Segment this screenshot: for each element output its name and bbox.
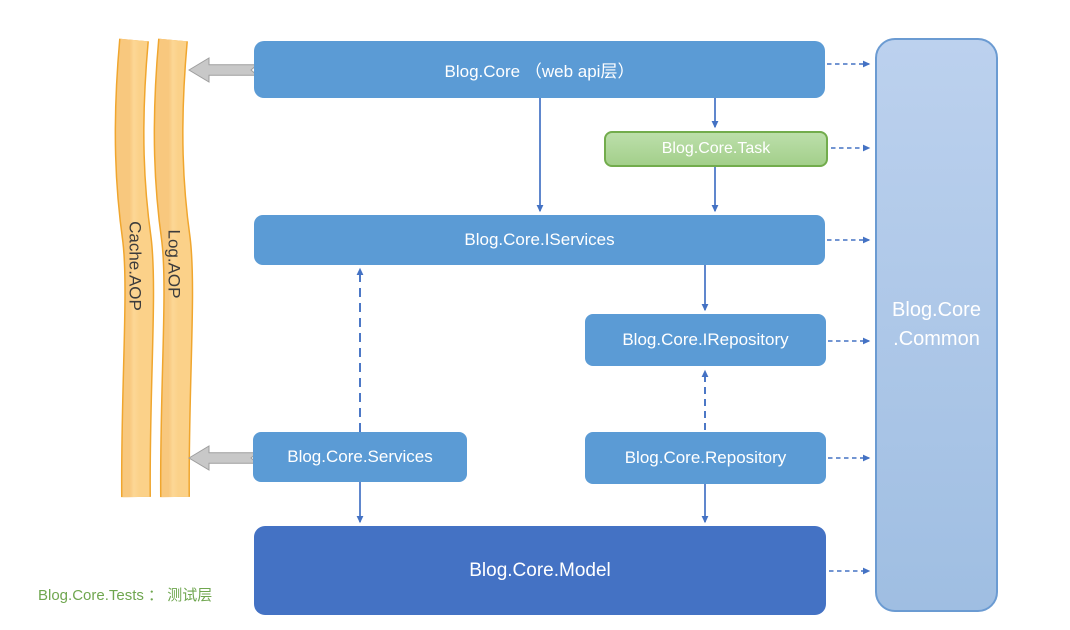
node-blog-core-iservices: Blog.Core.IServices (254, 215, 825, 265)
log-aop-label: Log.AOP (165, 230, 184, 299)
node-blog-core-task-label: Blog.Core.Task (661, 140, 771, 157)
node-blog-core-services: Blog.Core.Services (253, 432, 467, 482)
node-blog-core-task: Blog.Core.Task (604, 131, 828, 167)
cache-aop-band-fill (116, 38, 153, 498)
log-aop-band-fill (155, 38, 192, 498)
gray-arrow-services-to-aop (188, 445, 259, 471)
legend: Blog.Core.Tests ： 测试层 Blog.Core.Frame： 模… (38, 548, 216, 630)
node-blog-core-common: Blog.Core .Common (875, 38, 998, 612)
node-blog-core-webapi-label: Blog.Core （web api层） (444, 62, 635, 81)
node-blog-core-webapi: Blog.Core （web api层） (254, 41, 825, 98)
gray-arrow-webapi-to-aop (188, 57, 259, 83)
node-blog-core-repository-label: Blog.Core.Repository (624, 448, 787, 467)
node-blog-core-model: Blog.Core.Model (254, 526, 826, 615)
node-blog-core-iservices-label: Blog.Core.IServices (464, 230, 615, 249)
cache-aop-label: Cache.AOP (126, 221, 145, 311)
node-blog-core-common-label-line2: .Common (893, 328, 980, 350)
node-blog-core-irepository: Blog.Core.IRepository (585, 314, 826, 366)
legend-line-tests: Blog.Core.Tests ： 测试层 (38, 587, 213, 604)
node-blog-core-common-label-line1: Blog.Core (892, 299, 981, 321)
node-blog-core-irepository-label: Blog.Core.IRepository (622, 330, 789, 349)
node-blog-core-repository: Blog.Core.Repository (585, 432, 826, 484)
log-aop-band: Log.AOP (153, 38, 194, 498)
node-blog-core-services-label: Blog.Core.Services (287, 447, 433, 466)
cache-aop-band: Cache.AOP (114, 38, 155, 498)
node-blog-core-model-label: Blog.Core.Model (469, 559, 611, 581)
